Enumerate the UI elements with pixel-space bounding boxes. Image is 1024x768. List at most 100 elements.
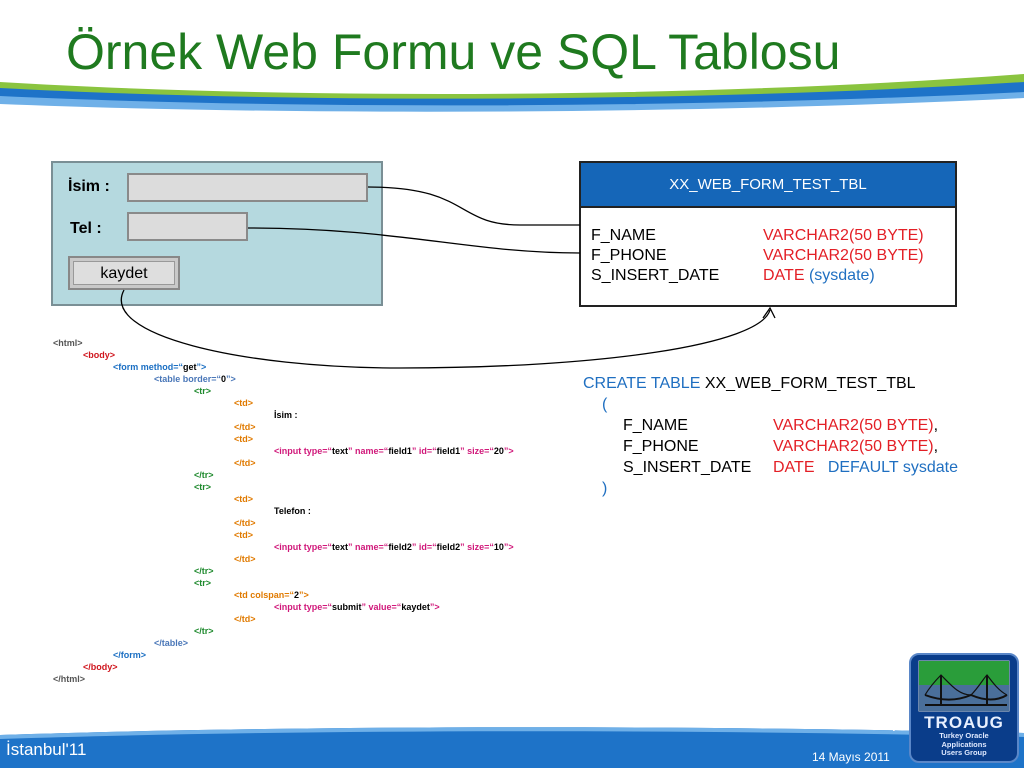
db-col-2: F_PHONE <box>591 247 667 264</box>
code-form-open-a: <form method=“ <box>113 362 184 372</box>
sql-col-2: F_PHONE <box>623 438 699 455</box>
code-telefon-text: Telefon : <box>274 506 311 516</box>
code-td-close-4: </td> <box>234 554 256 564</box>
code-input1-h: 20 <box>493 446 504 456</box>
isim-input[interactable] <box>127 173 368 202</box>
code-submit-a: <input type=“ <box>274 602 333 612</box>
code-input2-i: ”> <box>503 542 514 552</box>
code-td-close-2: </td> <box>234 458 256 468</box>
code-input1-i: ”> <box>503 446 514 456</box>
slide-title: Örnek Web Formu ve SQL Tablosu <box>66 24 841 80</box>
db-type-2: VARCHAR2(50 BYTE) <box>763 247 924 264</box>
kaydet-button-label: kaydet <box>73 261 175 285</box>
sql-type-2-text: VARCHAR2(50 BYTE) <box>773 438 934 455</box>
code-input2-e: ” id=“ <box>411 542 437 552</box>
code-table-open: <table border=“0”> <box>154 374 236 386</box>
code-isim-text: İsim : <box>274 410 298 420</box>
code-input2-d: field2 <box>388 542 412 552</box>
code-td-open-3: <td> <box>234 494 254 504</box>
code-td-open-4: <td> <box>234 530 254 540</box>
db-type-3-extra: (sysdate) <box>808 267 875 284</box>
kaydet-button[interactable]: kaydet <box>68 256 180 290</box>
footer-bar <box>0 727 1024 768</box>
code-tr-open-3: <tr> <box>194 578 212 588</box>
code-submit-e: ”> <box>429 602 440 612</box>
code-input1-d: field1 <box>388 446 412 456</box>
code-html-open: <html> <box>53 338 83 348</box>
code-tr-open-2: <tr> <box>194 482 212 492</box>
sql-create-keyword: CREATE TABLE <box>583 375 701 392</box>
code-input2-f: field2 <box>436 542 461 552</box>
sql-sep-2: , <box>933 438 939 455</box>
logo-subtitle-1: Turkey Oracle <box>939 731 989 740</box>
code-input2-h: 10 <box>493 542 504 552</box>
sql-type-1-text: VARCHAR2(50 BYTE) <box>773 417 934 434</box>
sql-sep-1: , <box>933 417 939 434</box>
db-table-name: XX_WEB_FORM_TEST_TBL <box>581 163 955 208</box>
code-input2-a: <input type=“ <box>274 542 333 552</box>
code-submit-b: submit <box>332 602 362 612</box>
code-tr-open-1: <tr> <box>194 386 212 396</box>
code-input1-c: ” name=“ <box>348 446 389 456</box>
code-form-open-c: ”> <box>196 362 207 372</box>
code-td-close-1: </td> <box>234 422 256 432</box>
sql-default-value: sysdate <box>902 459 958 476</box>
code-input1-g: ” size=“ <box>460 446 494 456</box>
code-submit: <input type=“submit” value=“kaydet”> <box>274 602 440 614</box>
sql-type-2: VARCHAR2(50 BYTE), <box>773 436 938 457</box>
header-swoosh <box>0 74 1024 112</box>
tel-label: Tel : <box>70 220 102 237</box>
code-td-colspan-c: ”> <box>299 590 309 600</box>
code-td-colspan-a: <td colspan=“ <box>234 590 295 600</box>
code-td-open-1: <td> <box>234 398 254 408</box>
code-html-close: </html> <box>53 674 86 684</box>
logo-subtitle-3: Users Group <box>941 748 987 757</box>
footer-location: İstanbul'11 <box>6 740 87 759</box>
code-td-colspan: <td colspan=“2”> <box>234 590 309 602</box>
mapping-arrows <box>120 186 776 369</box>
code-submit-c: ” value=“ <box>361 602 402 612</box>
code-table-close: </table> <box>154 638 189 648</box>
sql-col-1: F_NAME <box>623 417 688 434</box>
logo-subtitle: Turkey Oracle Applications Users Group <box>911 731 1017 758</box>
code-td-close-5: </td> <box>234 614 256 624</box>
code-input2-b: text <box>332 542 349 552</box>
code-body-close: </body> <box>83 662 118 672</box>
code-form-close: </form> <box>113 650 147 660</box>
code-table-open-b: 0 <box>221 374 227 384</box>
sql-col-3: S_INSERT_DATE <box>623 459 752 476</box>
code-body-open: <body> <box>83 350 116 360</box>
code-input1-a: <input type=“ <box>274 446 333 456</box>
sql-type-3-text: DATE <box>773 459 815 476</box>
footer-date: 14 Mayıs 2011 <box>812 750 890 764</box>
code-form-open: <form method=“get”> <box>113 362 206 374</box>
isim-label: İsim : <box>68 178 110 195</box>
code-input1: <input type=“text” name=“field1” id=“fie… <box>274 446 514 458</box>
db-table-box: XX_WEB_FORM_TEST_TBL F_NAME VARCHAR2(50 … <box>579 161 957 307</box>
db-type-1: VARCHAR2(50 BYTE) <box>763 227 924 244</box>
code-input1-b: text <box>332 446 349 456</box>
code-tr-close-3: </tr> <box>194 626 214 636</box>
logo-text: TROAUG <box>924 713 1004 732</box>
sql-type-3: DATE DEFAULT sysdate <box>773 457 958 478</box>
code-input2-g: ” size=“ <box>460 542 494 552</box>
sql-table-name: XX_WEB_FORM_TEST_TBL <box>704 375 916 392</box>
code-form-open-b: get <box>183 362 197 372</box>
sql-type-1: VARCHAR2(50 BYTE), <box>773 415 938 436</box>
page-number: 7 <box>890 716 900 735</box>
code-input2: <input type=“text” name=“field2” id=“fie… <box>274 542 514 554</box>
bridge-icon <box>918 660 1010 712</box>
code-submit-d: kaydet <box>401 602 430 612</box>
code-input1-e: ” id=“ <box>411 446 437 456</box>
code-tr-close-1: </tr> <box>194 470 214 480</box>
tel-input[interactable] <box>127 212 248 241</box>
sql-line-create: CREATE TABLE XX_WEB_FORM_TEST_TBL <box>583 373 916 394</box>
db-type-3: DATE (sysdate) <box>763 267 875 285</box>
code-table-open-c: ”> <box>226 374 236 384</box>
db-col-1: F_NAME <box>591 227 656 244</box>
sql-close-paren: ) <box>602 480 608 497</box>
logo-subtitle-2: Applications <box>941 739 987 749</box>
db-type-3-type: DATE <box>763 267 805 284</box>
code-table-open-a: <table border=“ <box>154 374 222 384</box>
db-col-3: S_INSERT_DATE <box>591 267 720 284</box>
